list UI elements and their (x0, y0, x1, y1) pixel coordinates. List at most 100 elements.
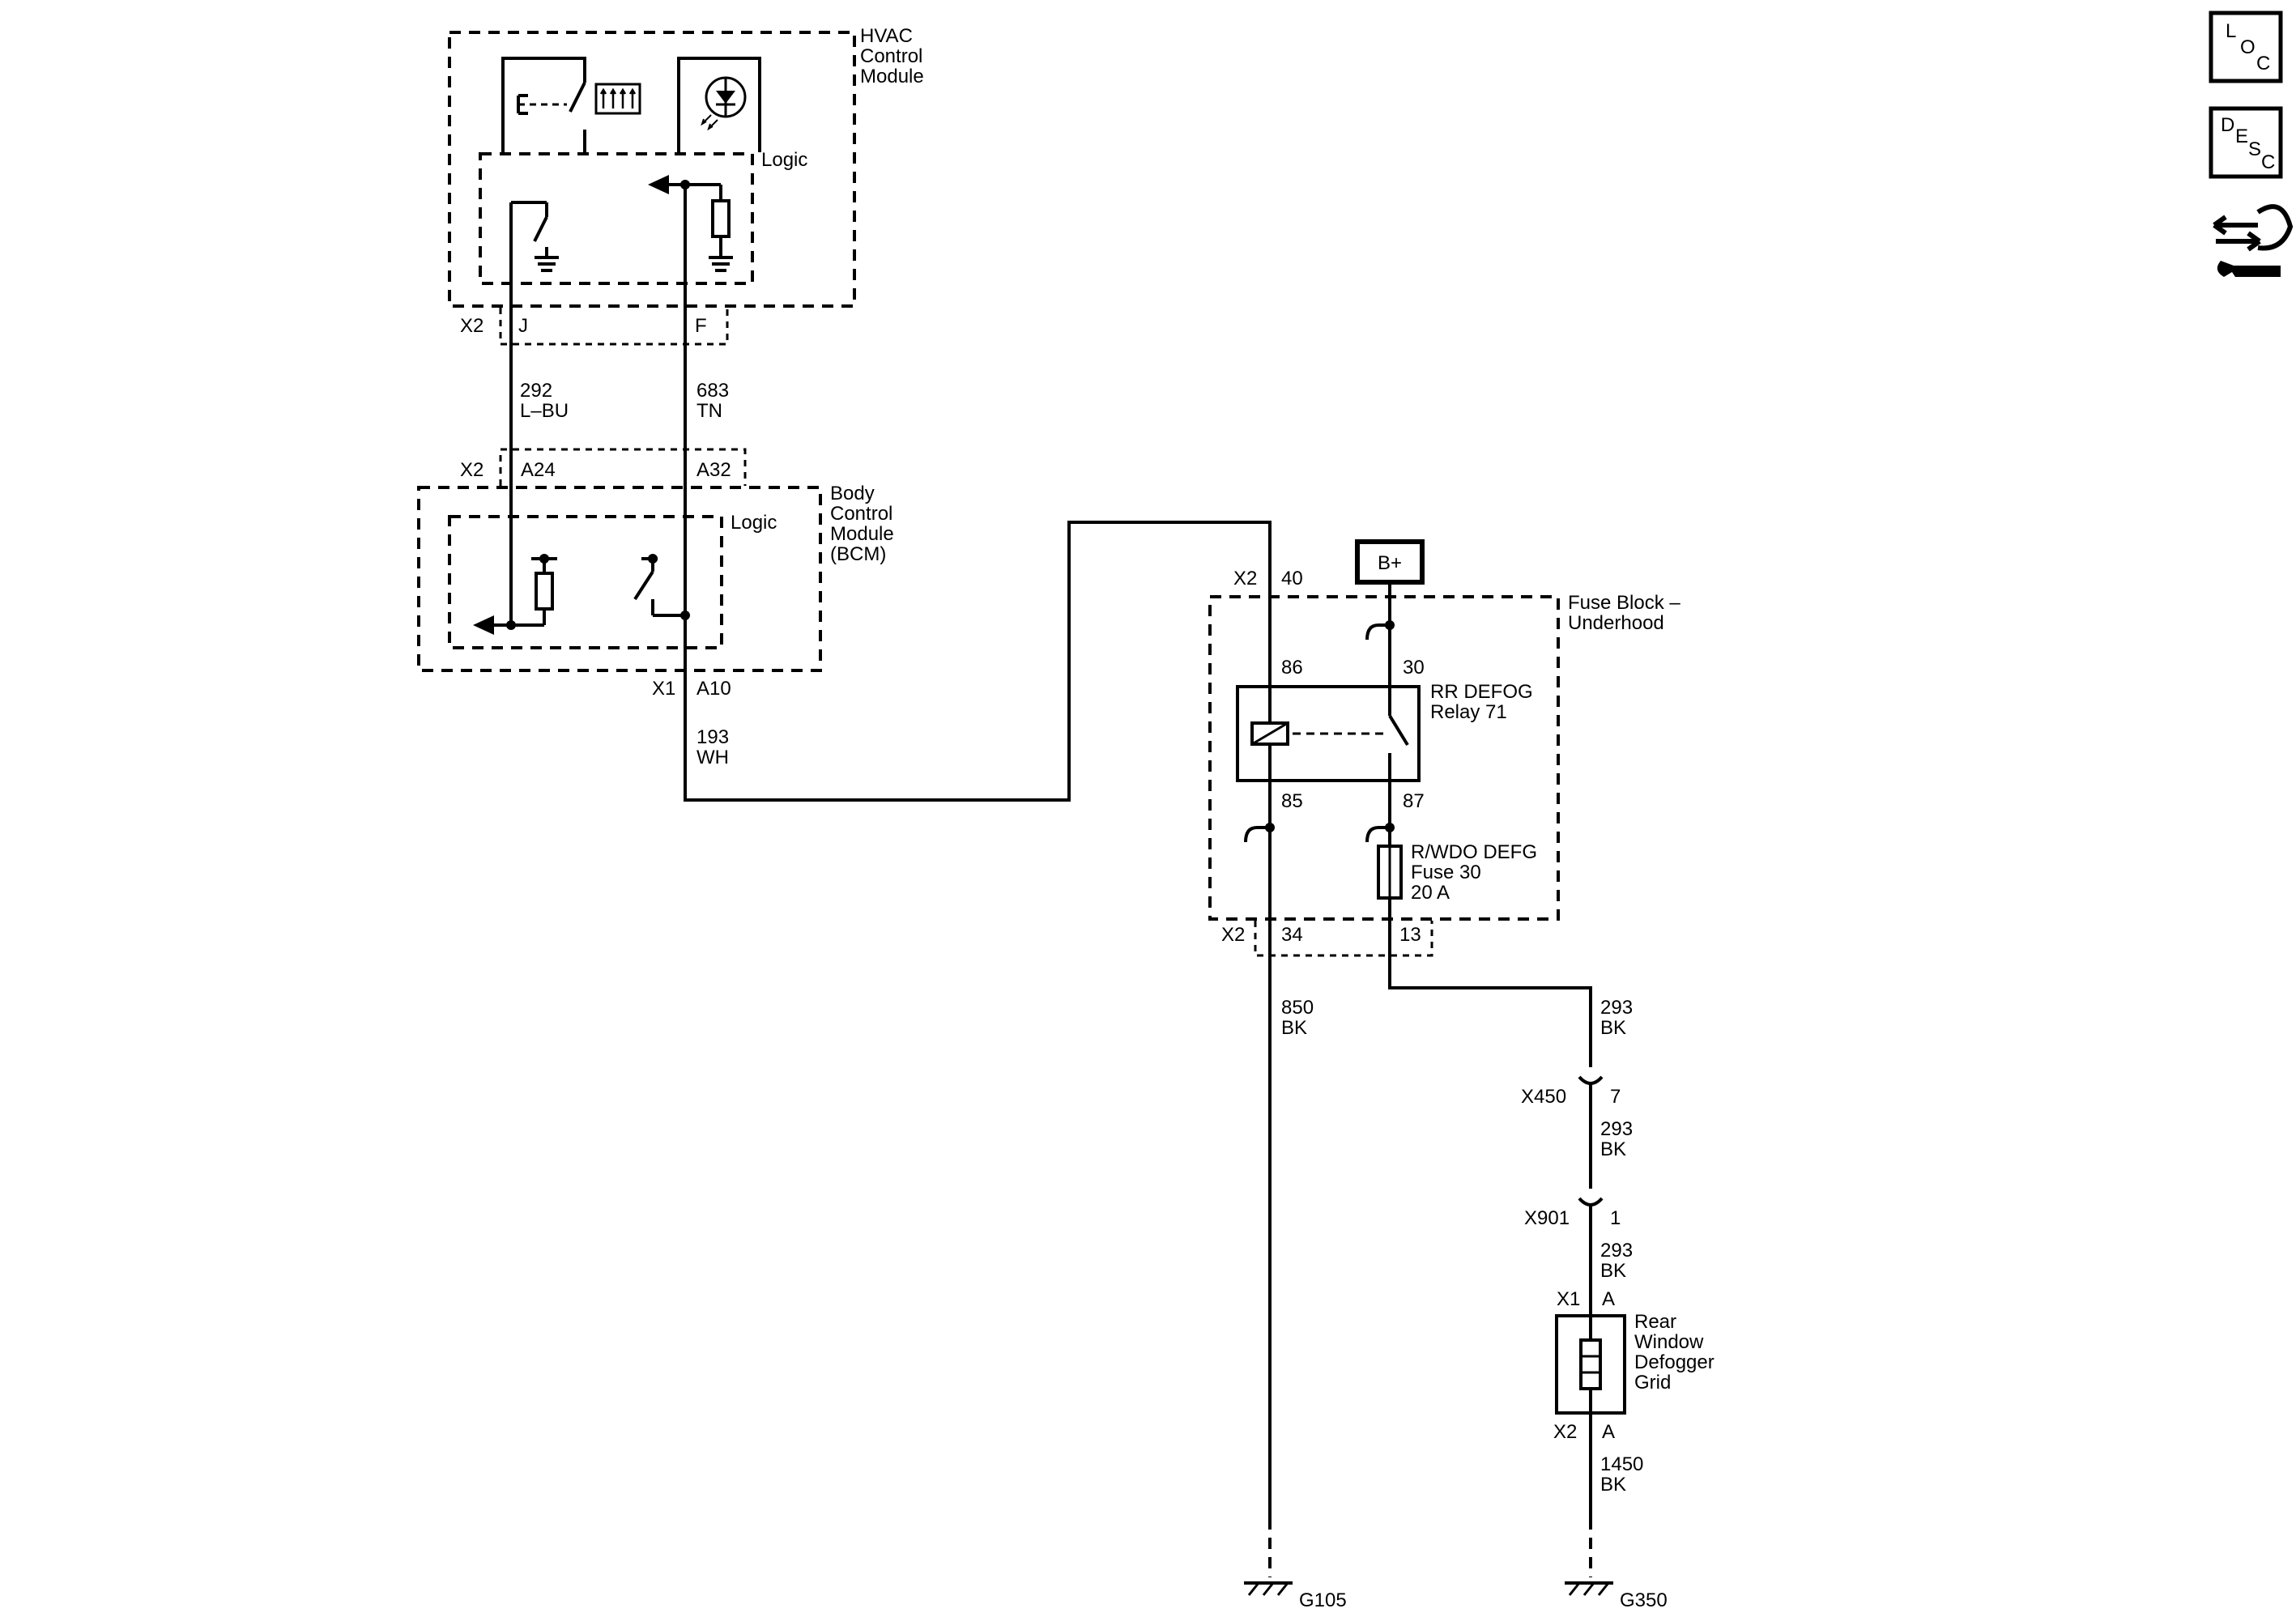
grid-name-line-4: Grid (1634, 1372, 1671, 1394)
fuse-name-line-1: R/WDO DEFG (1411, 841, 1537, 863)
grid-x1-label: X1 (1557, 1288, 1580, 1310)
bcm-x1-label: X1 (652, 678, 675, 700)
fuse-x2-top-pin: 40 (1281, 568, 1303, 589)
hvac-x2-label: X2 (460, 315, 483, 337)
wire-293a-color: BK (1600, 1017, 1626, 1039)
rear-window-defogger-grid: X1 A Rear Window Defogger Grid X2 A (1553, 1288, 1715, 1443)
x450-pin: 7 (1610, 1086, 1621, 1108)
wire-683: 683 TN (684, 185, 729, 800)
relay-pin-87: 87 (1403, 790, 1425, 812)
wire-293b-circuit: 293 (1600, 1118, 1633, 1140)
bcm-x2-connector: X2 A24 A32 (460, 448, 747, 486)
grid-name-line-2: Window (1634, 1331, 1704, 1353)
fuse-x2-bottom-pin-13: 13 (1399, 924, 1421, 946)
rr-defog-relay: 86 30 85 87 RR DEFOG Relay 71 (1236, 657, 1533, 826)
bcm-name-line-2: Control (830, 503, 892, 525)
wire-293-segment-3: 293 BK (1600, 1240, 1633, 1282)
wire-850-color: BK (1281, 1017, 1307, 1039)
fuse-block-underhood: Fuse Block – Underhood 86 30 85 87 RR DE… (1208, 592, 1680, 921)
wire-293-segment-2: 293 BK (1600, 1118, 1633, 1160)
bcm-x2-label: X2 (460, 459, 483, 481)
relay-pin-85: 85 (1281, 790, 1303, 812)
bcm-logic-label: Logic (731, 512, 777, 534)
bcm-boundary (417, 486, 822, 672)
rear-defog-icon (594, 83, 641, 115)
body-control-module: Body Control Module (BCM) Logic (417, 483, 894, 672)
bcm-x2-pin-a32: A32 (696, 459, 731, 481)
loc-button[interactable]: L O C (2209, 11, 2283, 83)
desc-letter-e: E (2235, 126, 2248, 147)
bcm-output-switch (633, 554, 690, 620)
grid-x2-label: X2 (1553, 1421, 1577, 1443)
fuse-x2-bottom-label: X2 (1221, 924, 1245, 946)
relay-name-line-1: RR DEFOG (1430, 681, 1533, 703)
bcm-x1-pin-a10: A10 (696, 678, 731, 700)
rear-defog-switch (501, 57, 586, 152)
wire-293c-color: BK (1600, 1260, 1626, 1282)
wire-1450-circuit: 1450 (1600, 1453, 1643, 1475)
wire-292-circuit: 292 (520, 380, 552, 402)
fuse-block-x2-bottom: X2 34 13 (1221, 921, 1433, 957)
x450-inline-connector: X450 7 (1521, 1059, 1621, 1181)
wire-1450: 1450 BK (1589, 1413, 1643, 1577)
fuse-name-line-3: 20 A (1411, 882, 1450, 904)
indicator-led-icon (677, 57, 761, 152)
hvac-name-line-1: HVAC (860, 25, 913, 47)
battery-positive: B+ (1355, 539, 1425, 623)
relay-name-line-2: Relay 71 (1430, 701, 1507, 723)
wire-850-circuit: 850 (1281, 997, 1314, 1019)
wire-292-color: L–BU (520, 400, 569, 422)
desc-button[interactable]: D E S C (2209, 106, 2283, 179)
wire-193-color: WH (696, 747, 729, 768)
hvac-logic-label: Logic (761, 149, 807, 171)
loc-letter-c: C (2256, 53, 2270, 74)
fuse-block-boundary (1208, 595, 1560, 921)
wire-850: 850 BK (1268, 997, 1314, 1577)
fuse-name-line-2: Fuse 30 (1411, 862, 1481, 883)
x901-label: X901 (1524, 1207, 1570, 1229)
x450-label: X450 (1521, 1086, 1566, 1108)
grid-name-line-3: Defogger (1634, 1351, 1715, 1373)
wire-292: 292 L–BU (509, 202, 569, 625)
hvac-x2-pin-f: F (695, 315, 707, 337)
loc-letter-l: L (2226, 20, 2236, 42)
wire-293-segment-1: 293 BK (1388, 898, 1633, 1059)
wire-683-circuit: 683 (696, 380, 729, 402)
ground-g350: G350 (1565, 1581, 1668, 1611)
fuse-block-name-line-2: Underhood (1568, 612, 1664, 634)
hvac-logic-box (479, 152, 754, 285)
wire-293a-circuit: 293 (1600, 997, 1633, 1019)
fuse-x2-bottom-pin-34: 34 (1281, 924, 1303, 946)
x901-pin: 1 (1610, 1207, 1621, 1229)
fuse-block-x2-top: X2 40 (1233, 568, 1303, 589)
desc-letter-s: S (2248, 138, 2261, 160)
bcm-x2-pin-a24: A24 (521, 459, 556, 481)
loc-letter-o: O (2240, 36, 2256, 58)
grid-x2-pin: A (1602, 1421, 1615, 1443)
wire-1450-color: BK (1600, 1474, 1626, 1496)
ground-g350-label: G350 (1620, 1589, 1668, 1611)
grid-x1-pin: A (1602, 1288, 1615, 1310)
fuse-block-name-line-1: Fuse Block – (1568, 592, 1680, 614)
bcm-name-line-3: Module (830, 523, 894, 545)
hvac-name-line-3: Module (860, 66, 924, 87)
connector-repair-icon[interactable] (2213, 204, 2294, 277)
hvac-module-boundary (448, 31, 856, 308)
x901-inline-connector: X901 1 (1524, 1181, 1621, 1316)
wire-193-circuit: 193 (696, 726, 729, 748)
wire-293b-color: BK (1600, 1138, 1626, 1160)
bcm-name-line-1: Body (830, 483, 875, 504)
wire-293c-circuit: 293 (1600, 1240, 1633, 1262)
relay-pin-86: 86 (1281, 657, 1303, 679)
ground-g105-label: G105 (1299, 1589, 1347, 1611)
rwdo-defg-fuse: R/WDO DEFG Fuse 30 20 A (1377, 841, 1537, 904)
desc-letter-c: C (2261, 151, 2275, 173)
hvac-name-line-2: Control (860, 45, 922, 67)
hvac-x2-connector: X2 J F (460, 308, 729, 346)
hvac-control-module: HVAC Control Module Logic (448, 25, 924, 340)
hvac-x2-pin-j: J (518, 315, 528, 337)
bcm-logic-box (448, 515, 723, 649)
desc-letter-d: D (2221, 114, 2234, 136)
bcm-input-circuit (473, 554, 557, 635)
bcm-name-line-4: (BCM) (830, 543, 886, 565)
